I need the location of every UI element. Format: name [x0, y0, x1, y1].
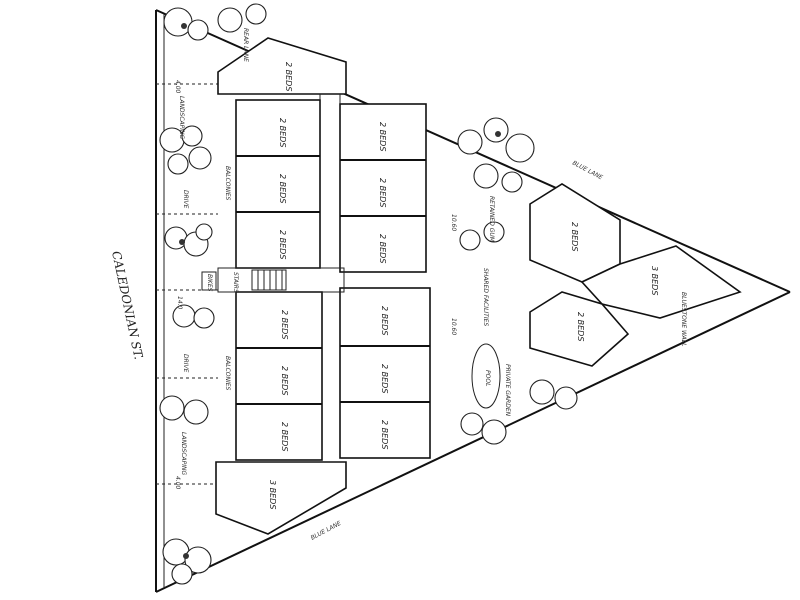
unit-bottom-end-label: 3 BEDS: [268, 480, 277, 509]
boundary-note-label: BLUESTONE WALL: [680, 292, 687, 346]
property-lines: [156, 83, 218, 485]
retained-gum-label: RETAINED GUM: [488, 196, 495, 243]
balconies-top-label: BALCONIES: [224, 166, 231, 201]
dimension-bottom-label: 10.60: [450, 318, 457, 335]
unit-top-end: [217, 37, 347, 95]
dim-4-top-label: 4.00: [174, 80, 181, 94]
upper-right-block: 2 BEDS 2 BEDS 2 BEDS: [339, 103, 427, 273]
lane-top-label: BLUE LANE: [571, 160, 604, 182]
unit-ll-1-label: 2 BEDS: [280, 310, 289, 339]
unit-top-end-label: 2 BEDS: [284, 62, 293, 91]
lane-bottom-label: BLUE LANE: [310, 520, 343, 542]
unit-ur-2-label: 2 BEDS: [378, 178, 387, 207]
dimension-top-label: 10.60: [450, 214, 457, 231]
unit-lr-2-label: 2 BEDS: [380, 364, 389, 393]
unit-rc-1-label: 2 BEDS: [570, 222, 579, 251]
unit-lr-3-label: 2 BEDS: [380, 420, 389, 449]
upper-left-block: 2 BEDS 2 BEDS 2 BEDS: [235, 99, 321, 269]
unit-bottom-end: [215, 461, 347, 535]
unit-ur-3-label: 2 BEDS: [378, 234, 387, 263]
balconies-bottom-label: BALCONIES: [224, 356, 231, 391]
lower-left-block: 2 BEDS 2 BEDS 2 BEDS: [235, 291, 323, 461]
drive-top-label: DRIVE: [182, 190, 189, 209]
unit-rc-2-label: 2 BEDS: [576, 312, 585, 341]
unit-ul-1-label: 2 BEDS: [278, 118, 287, 147]
unit-rc-3-label: 3 BEDS: [650, 266, 659, 295]
right-cluster: 2 BEDS 2 BEDS 3 BEDS: [529, 183, 742, 367]
unit-lr-1-label: 2 BEDS: [380, 306, 389, 335]
stairs-label: STAIRS: [232, 272, 239, 293]
shared-facilities-label: SHARED FACILITIES: [482, 268, 489, 326]
unit-ul-3-label: 2 BEDS: [278, 230, 287, 259]
lower-right-block: 2 BEDS 2 BEDS 2 BEDS: [339, 287, 431, 459]
unit-ll-2-label: 2 BEDS: [280, 366, 289, 395]
dim-14-label: 14.0: [176, 296, 183, 310]
street-name: CALEDONIAN ST.: [109, 250, 146, 361]
drive-bottom-label: DRIVE: [182, 354, 189, 373]
landscaping-trees: [159, 3, 578, 585]
unit-ul-2-label: 2 BEDS: [278, 174, 287, 203]
pool-shape: [471, 343, 501, 409]
unit-ur-1-label: 2 BEDS: [378, 122, 387, 151]
central-corridor: [201, 94, 345, 293]
unit-ll-3-label: 2 BEDS: [280, 422, 289, 451]
landscaping-bottom-label: LANDSCAPING: [180, 432, 187, 476]
bikes-label: BIKES: [206, 274, 213, 292]
dim-4-bottom-label: 4.00: [174, 476, 181, 490]
pool-label: POOL: [484, 370, 491, 386]
landscaping-top-label: LANDSCAPING: [178, 96, 185, 140]
rear-lane-label: REAR LANE: [242, 28, 249, 62]
garden-note-label: PRIVATE GARDEN: [504, 364, 511, 417]
